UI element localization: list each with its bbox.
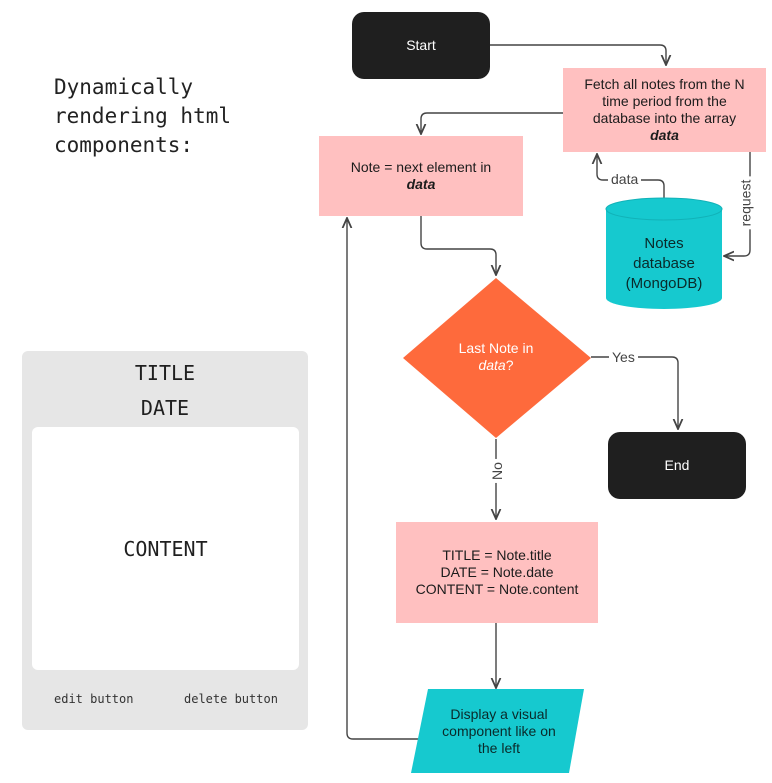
fetch-line-3: database into the array (592, 110, 737, 126)
yes-connector-label: Yes (609, 349, 638, 365)
card-content: CONTENT (123, 536, 208, 561)
fetch-line-2: time period from the (602, 93, 727, 109)
last-note-decision-diamond (403, 278, 591, 438)
page-heading: Dynamically rendering html components: (54, 75, 232, 157)
decision-suffix: ? (505, 357, 514, 373)
assign-fields-process: TITLE = Note.title DATE = Note.date CONT… (396, 522, 598, 623)
connector-start-fetch (490, 44, 666, 65)
delete-button[interactable]: delete button (184, 692, 278, 706)
notes-database-cylinder (605, 197, 723, 309)
next-element-process: Note = next element in data (319, 136, 523, 216)
decision-text: Last Note in data? (423, 337, 569, 377)
data-connector-label: data (608, 171, 642, 187)
next-line-1: Note = next element in (350, 159, 492, 175)
request-connector-label: request (737, 176, 754, 230)
assign-line-3: CONTENT = Note.content (415, 581, 579, 597)
card-date: DATE (140, 396, 190, 420)
assign-line-2: DATE = Note.date (440, 564, 554, 580)
end-node: End (608, 432, 746, 499)
fetch-notes-process: Fetch all notes from the N time period f… (563, 68, 766, 152)
display-line-1: Display a visual (450, 705, 548, 722)
connector-yes (591, 356, 678, 429)
display-component-parallelogram (411, 689, 584, 773)
edit-button[interactable]: edit button (54, 692, 134, 706)
next-var: data (406, 176, 436, 192)
fetch-line-1: Fetch all notes from the N (584, 76, 745, 92)
start-node: Start (352, 12, 490, 79)
decision-line-1: Last Note in (458, 340, 534, 356)
no-connector-label: No (488, 459, 505, 483)
notes-database: Notes database (MongoDB) (606, 226, 722, 302)
note-card-preview: TITLE DATE CONTENT edit button delete bu… (22, 351, 308, 730)
card-content-area: CONTENT (32, 427, 299, 670)
display-line-3: the left (477, 739, 521, 756)
start-label: Start (406, 37, 436, 53)
fetch-var: data (650, 127, 679, 143)
db-line-3: (MongoDB) (625, 275, 703, 292)
assign-line-1: TITLE = Note.title (442, 547, 552, 563)
display-component-text: Display a visual component like on the l… (425, 700, 573, 762)
end-label: End (664, 457, 690, 473)
connector-fetch-next (421, 112, 563, 134)
connector-request (724, 152, 751, 256)
db-line-2: database (633, 255, 695, 272)
db-line-1: Notes (644, 235, 684, 252)
connector-loop (347, 218, 420, 740)
display-line-2: component like on (442, 722, 556, 739)
card-title: TITLE (134, 361, 196, 385)
connector-next-decision (420, 216, 496, 275)
decision-var: data (478, 357, 506, 373)
